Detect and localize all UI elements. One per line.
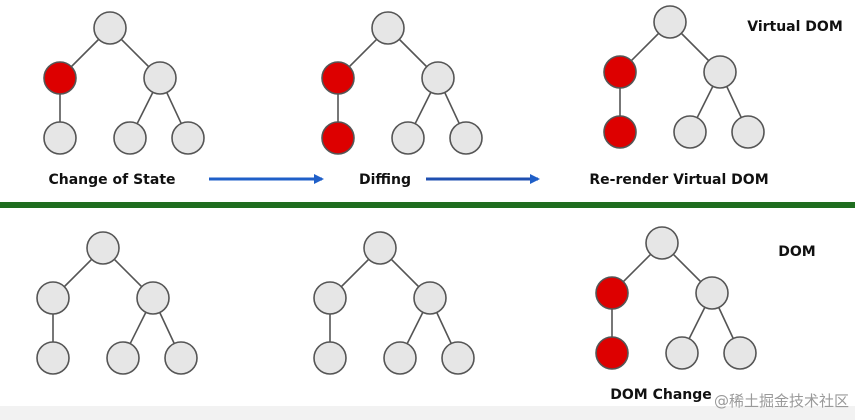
tree-node-right-leaf [441, 341, 475, 375]
virtual-dom-title: Virtual DOM [747, 19, 843, 35]
tree-node-left-leaf-changed [321, 121, 355, 155]
section-divider [0, 202, 855, 208]
tree-dom-3 [595, 226, 757, 370]
tree-node-right-leaf [731, 115, 765, 149]
tree-node-right-child [136, 281, 170, 315]
tree-node-root [653, 5, 687, 39]
tree-dom-1 [36, 231, 198, 375]
tree-node-right-leaf [164, 341, 198, 375]
tree-node-mid-leaf [391, 121, 425, 155]
tree-node-right-child [421, 61, 455, 95]
tree-node-left-leaf [43, 121, 77, 155]
step-label-change-of-state: Change of State [48, 172, 175, 188]
tree-dom-2 [313, 231, 475, 375]
step-label-diffing: Diffing [359, 172, 411, 188]
tree-node-left-child-changed [595, 276, 629, 310]
tree-node-left-leaf-changed [603, 115, 637, 149]
tree-virtual-1 [43, 11, 205, 155]
footer-strip [0, 406, 855, 420]
tree-node-root [363, 231, 397, 265]
tree-node-right-leaf [171, 121, 205, 155]
tree-node-right-child [695, 276, 729, 310]
tree-node-left-child-changed [321, 61, 355, 95]
tree-node-left-child [313, 281, 347, 315]
dom-title: DOM [778, 244, 815, 260]
tree-node-root [371, 11, 405, 45]
tree-node-root [86, 231, 120, 265]
tree-node-mid-leaf [673, 115, 707, 149]
tree-node-left-child-changed [43, 61, 77, 95]
tree-node-mid-leaf [383, 341, 417, 375]
tree-virtual-2 [321, 11, 483, 155]
tree-node-root [645, 226, 679, 260]
tree-node-left-leaf [313, 341, 347, 375]
tree-node-root [93, 11, 127, 45]
watermark: @稀土掘金技术社区 [713, 392, 849, 410]
tree-virtual-3 [603, 5, 765, 149]
tree-node-left-leaf [36, 341, 70, 375]
tree-node-right-leaf [723, 336, 757, 370]
tree-node-right-leaf [449, 121, 483, 155]
tree-node-right-child [703, 55, 737, 89]
tree-node-left-child [36, 281, 70, 315]
tree-node-mid-leaf [113, 121, 147, 155]
tree-node-mid-leaf [106, 341, 140, 375]
tree-node-right-child [143, 61, 177, 95]
step-label-re-render: Re-render Virtual DOM [589, 172, 768, 188]
tree-node-mid-leaf [665, 336, 699, 370]
dom-change-label: DOM Change [610, 387, 712, 403]
tree-node-left-leaf-changed [595, 336, 629, 370]
tree-node-right-child [413, 281, 447, 315]
tree-node-left-child-changed [603, 55, 637, 89]
